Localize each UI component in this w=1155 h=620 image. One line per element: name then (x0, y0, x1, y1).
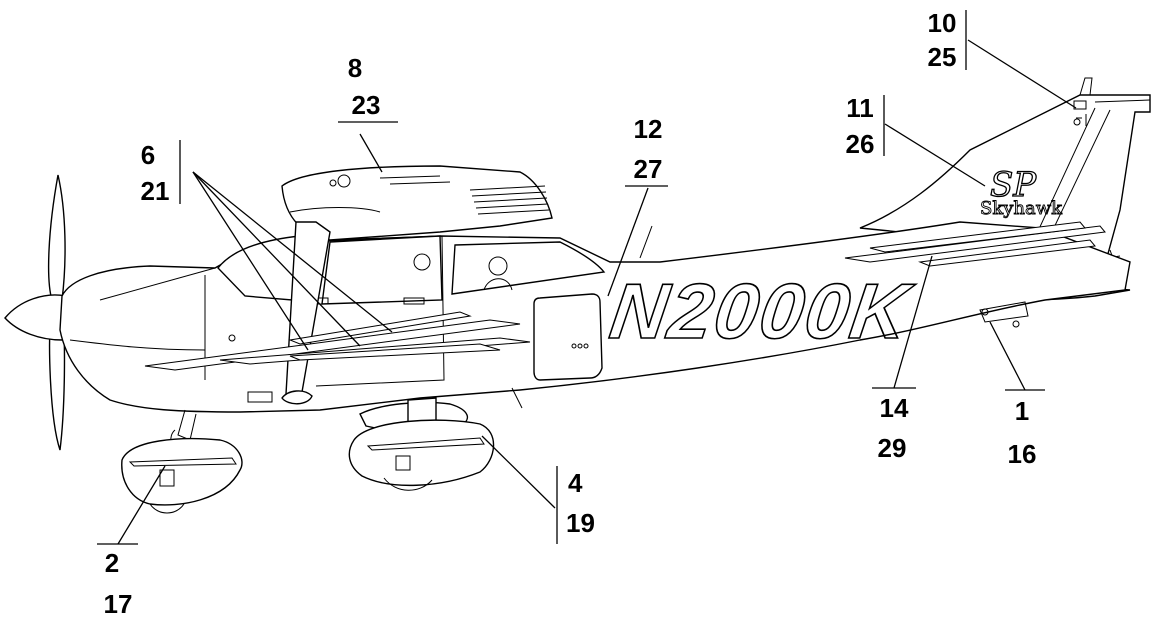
callout-14: 14 29 (872, 387, 916, 463)
svg-text:27: 27 (634, 154, 663, 184)
main-wheel-fairing (348, 419, 495, 487)
svg-text:19: 19 (566, 508, 595, 538)
tail-logo: SP Skyhawk (980, 164, 1064, 219)
svg-text:14: 14 (880, 393, 909, 423)
svg-text:6: 6 (141, 140, 155, 170)
callout-8: 8 23 (338, 53, 398, 123)
svg-text:16: 16 (1008, 439, 1037, 469)
svg-text:SP: SP (990, 165, 1037, 205)
svg-text:Skyhawk: Skyhawk (980, 198, 1063, 219)
svg-text:10: 10 (928, 8, 957, 38)
registration-marking: N2000K (605, 267, 919, 355)
svg-text:8: 8 (348, 53, 362, 83)
callout-1: 1 16 (1005, 389, 1045, 469)
nose-wheel-fairing (121, 437, 243, 506)
propeller (4, 174, 69, 451)
svg-text:23: 23 (352, 90, 381, 120)
callout-6: 6 21 (141, 140, 181, 206)
aircraft-illustration: SP Skyhawk (4, 39, 1151, 545)
leader-lines (117, 39, 1077, 545)
svg-text:2: 2 (105, 548, 119, 578)
callout-2: 2 17 (97, 543, 138, 619)
svg-text:4: 4 (568, 468, 583, 498)
callout-11: 11 26 (846, 93, 885, 159)
baggage-door (533, 293, 603, 381)
svg-text:12: 12 (634, 114, 663, 144)
callout-10: 10 25 (928, 8, 967, 72)
fuselage-stripes (144, 221, 1106, 371)
svg-text:21: 21 (141, 176, 170, 206)
svg-text:26: 26 (846, 129, 875, 159)
svg-text:17: 17 (104, 589, 133, 619)
svg-text:25: 25 (928, 42, 957, 72)
callout-4: 4 19 (556, 466, 595, 544)
svg-text:29: 29 (878, 433, 907, 463)
main-gear (348, 397, 495, 491)
cabin-door-window (321, 235, 443, 305)
callout-12: 12 27 (625, 114, 668, 187)
svg-text:1: 1 (1015, 396, 1029, 426)
svg-text:11: 11 (846, 93, 874, 123)
nose-gear (121, 409, 243, 514)
